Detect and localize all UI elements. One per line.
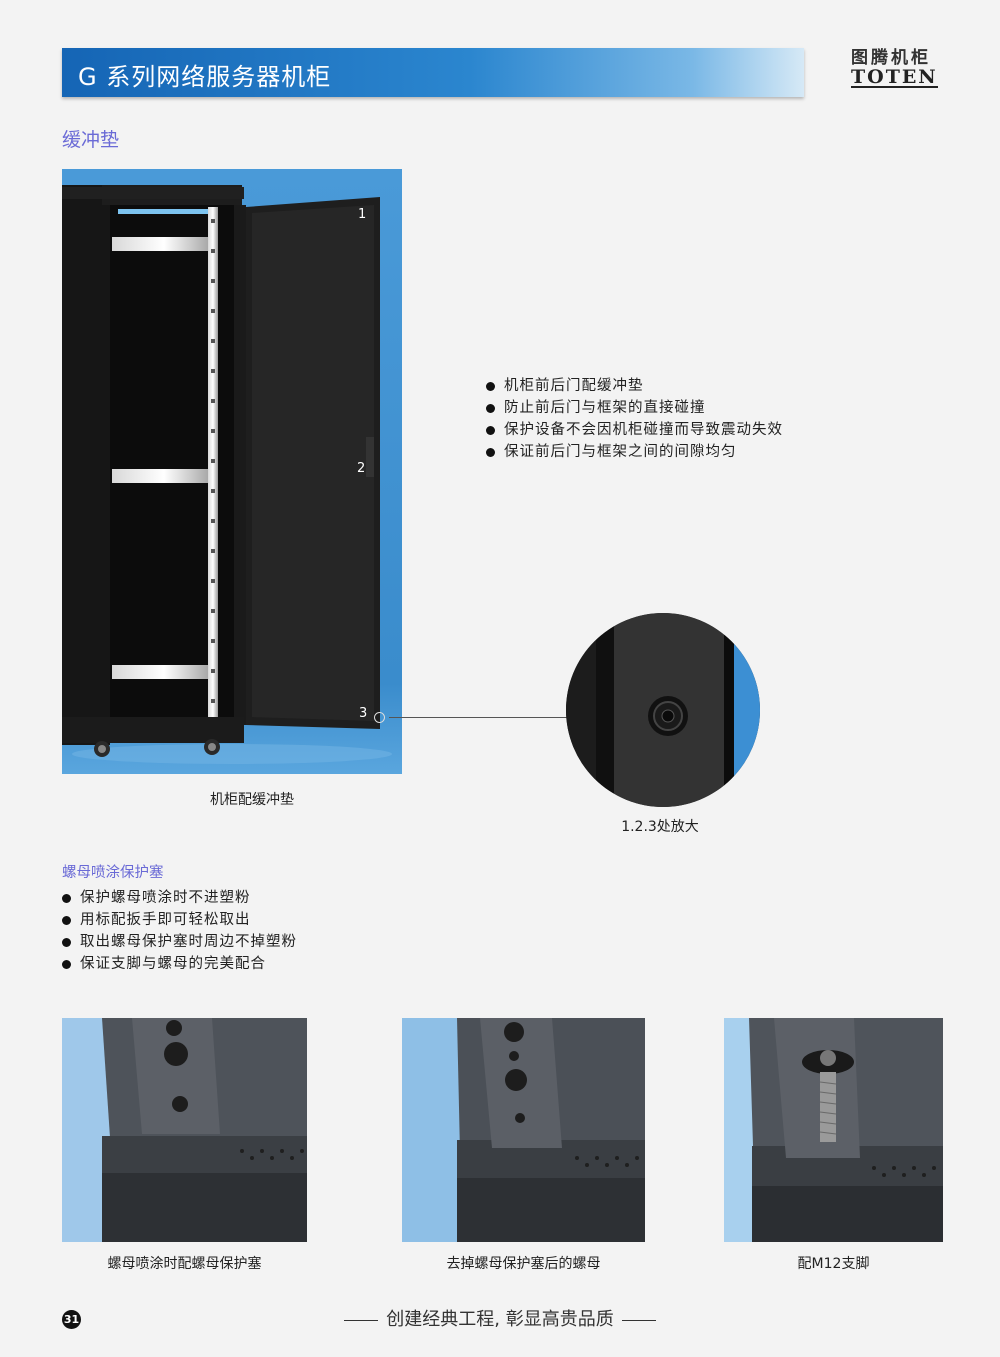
list-item: 用标配扳手即可轻松取出: [62, 909, 297, 931]
cabinet-caption: 机柜配缓冲垫: [210, 792, 294, 808]
header-bar: G 系列网络服务器机柜: [62, 48, 804, 97]
nut-with-plug-photo: [62, 1018, 307, 1242]
nut-without-plug-photo: [402, 1018, 645, 1242]
list-item: 取出螺母保护塞时周边不掉塑粉: [62, 931, 297, 953]
zoom-detail: [566, 613, 760, 807]
cushion-feature-list: 机柜前后门配缓冲垫 防止前后门与框架的直接碰撞 保护设备不会因机柜碰撞而导致震动…: [486, 375, 783, 463]
marker-3: 3: [359, 706, 368, 721]
list-item: 防止前后门与框架的直接碰撞: [486, 397, 783, 419]
nut-with-plug-caption: 螺母喷涂时配螺母保护塞: [107, 1256, 262, 1272]
m12-foot-illustration: [724, 1018, 943, 1242]
nut-feature-list: 保护螺母喷涂时不进塑粉 用标配扳手即可轻松取出 取出螺母保护塞时周边不掉塑粉 保…: [62, 887, 297, 975]
marker-3-ring: [374, 712, 385, 723]
cushion-closeup: [566, 613, 760, 807]
cabinet-illustration: [62, 169, 402, 774]
list-item: 保护螺母喷涂时不进塑粉: [62, 887, 297, 909]
marker-2: 2: [357, 461, 366, 476]
zoom-caption: 1.2.3处放大: [621, 819, 699, 835]
cabinet-photo: 1 2 3: [62, 169, 402, 774]
nut-plug-illustration: [62, 1018, 307, 1242]
section-title: 缓冲垫: [62, 129, 120, 151]
slogan-dash-right: [621, 1319, 656, 1321]
logo-chinese: 图腾机柜: [851, 48, 931, 68]
logo-english: TOTEN: [851, 66, 938, 88]
list-item: 保护设备不会因机柜碰撞而导致震动失效: [486, 419, 783, 441]
list-item: 机柜前后门配缓冲垫: [486, 375, 783, 397]
brand-logo: 图腾机柜 TOTEN: [851, 48, 945, 88]
nut-without-plug-caption: 去掉螺母保护塞后的螺母: [446, 1256, 601, 1272]
nut-bare-illustration: [402, 1018, 645, 1242]
list-item: 保证前后门与框架之间的间隙均匀: [486, 441, 783, 463]
slogan-text: 创建经典工程, 彰显高贵品质: [386, 1309, 614, 1330]
nut-section-title: 螺母喷涂保护塞: [62, 865, 164, 881]
page-number: 31: [62, 1310, 81, 1329]
m12-foot-photo: [724, 1018, 943, 1242]
slogan-dash-left: [344, 1319, 379, 1321]
marker-1: 1: [358, 207, 367, 222]
page-title: G 系列网络服务器机柜: [78, 63, 332, 91]
footer-slogan: 创建经典工程, 彰显高贵品质: [0, 1305, 1000, 1331]
m12-foot-caption: 配M12支脚: [797, 1256, 870, 1272]
list-item: 保证支脚与螺母的完美配合: [62, 953, 297, 975]
zoom-leader-line: [389, 717, 569, 718]
